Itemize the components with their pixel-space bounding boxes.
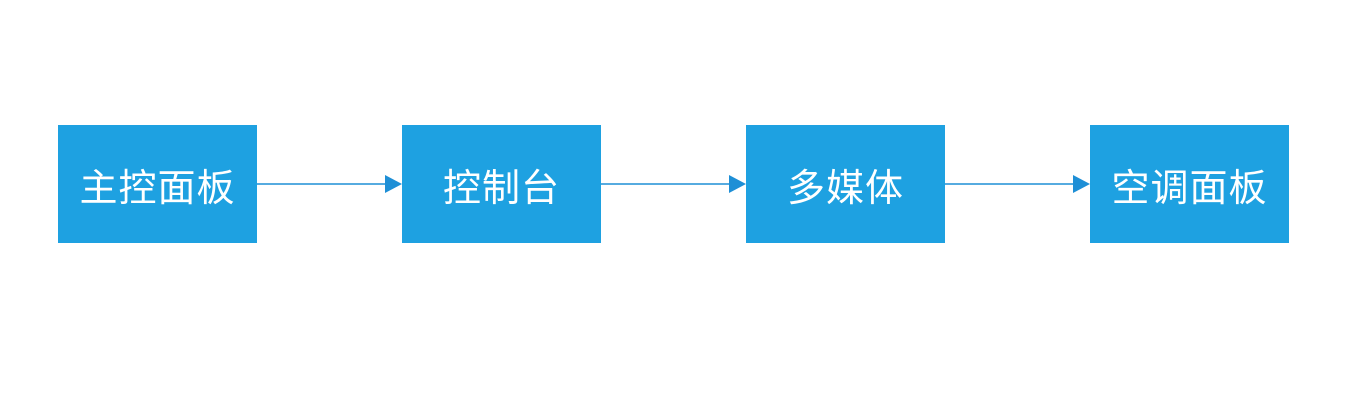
edge-2-3 xyxy=(945,175,1090,193)
edge-0-1 xyxy=(257,175,402,193)
node-ac-panel: 空调面板 xyxy=(1090,125,1289,243)
node-multimedia: 多媒体 xyxy=(746,125,945,243)
edge-1-2 xyxy=(601,175,746,193)
node-label: 控制台 xyxy=(442,165,560,210)
arrowhead-icon xyxy=(729,175,746,193)
arrowhead-icon xyxy=(385,175,402,193)
node-main-control-panel: 主控面板 xyxy=(58,125,257,243)
arrowhead-icon xyxy=(1073,175,1090,193)
node-label: 多媒体 xyxy=(786,165,904,210)
node-label: 空调面板 xyxy=(1111,165,1268,210)
node-console: 控制台 xyxy=(402,125,601,243)
node-label: 主控面板 xyxy=(79,165,236,210)
